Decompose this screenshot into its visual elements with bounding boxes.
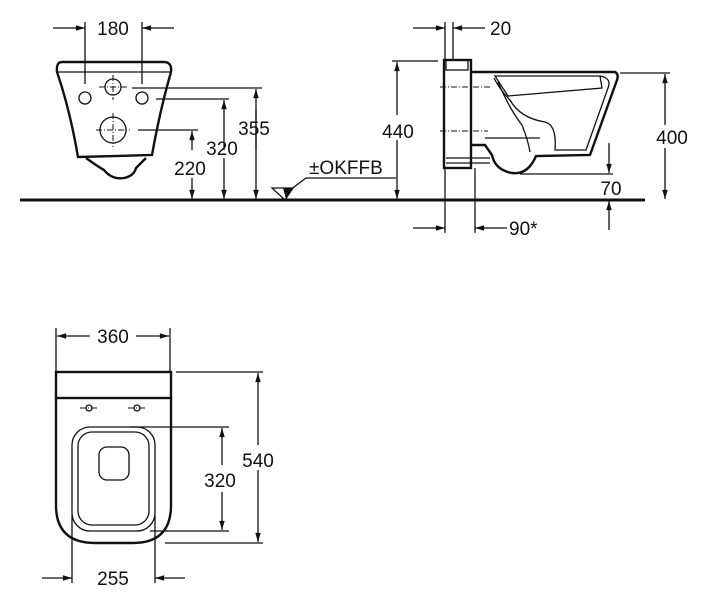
side-bowl-outline bbox=[471, 70, 619, 175]
bolt-hole-left bbox=[78, 91, 92, 105]
dim-540: 540 bbox=[242, 451, 274, 472]
front-bowl-bottom bbox=[85, 157, 147, 180]
side-view: 20 440 400 70 90* bbox=[382, 19, 688, 240]
dim-20: 20 bbox=[490, 19, 511, 40]
dim-255: 255 bbox=[97, 569, 129, 590]
dim-360: 360 bbox=[97, 327, 129, 348]
bowl-opening bbox=[98, 446, 130, 481]
floor-level-label: ±OKFFB bbox=[309, 158, 383, 179]
seat-outer bbox=[71, 426, 156, 532]
dim-70: 70 bbox=[600, 179, 621, 200]
dim-90: 90* bbox=[509, 219, 538, 240]
top-body-outline bbox=[54, 398, 173, 545]
dim-440: 440 bbox=[382, 122, 414, 143]
top-view: 360 540 320 255 bbox=[42, 327, 274, 590]
wall-carrier bbox=[442, 58, 473, 170]
seat-inner bbox=[77, 431, 150, 526]
bolt-hole-right bbox=[135, 91, 149, 105]
front-view: 180 355 320 220 ±OKFFB bbox=[53, 19, 396, 201]
dim-220: 220 bbox=[174, 159, 206, 180]
dim-180: 180 bbox=[97, 19, 129, 40]
front-body-outline bbox=[55, 60, 173, 159]
dim-355: 355 bbox=[238, 119, 270, 140]
dim-320-front: 320 bbox=[206, 139, 238, 160]
dim-320-top: 320 bbox=[204, 471, 236, 492]
top-rear-band bbox=[54, 370, 173, 400]
dim-400: 400 bbox=[656, 128, 688, 149]
